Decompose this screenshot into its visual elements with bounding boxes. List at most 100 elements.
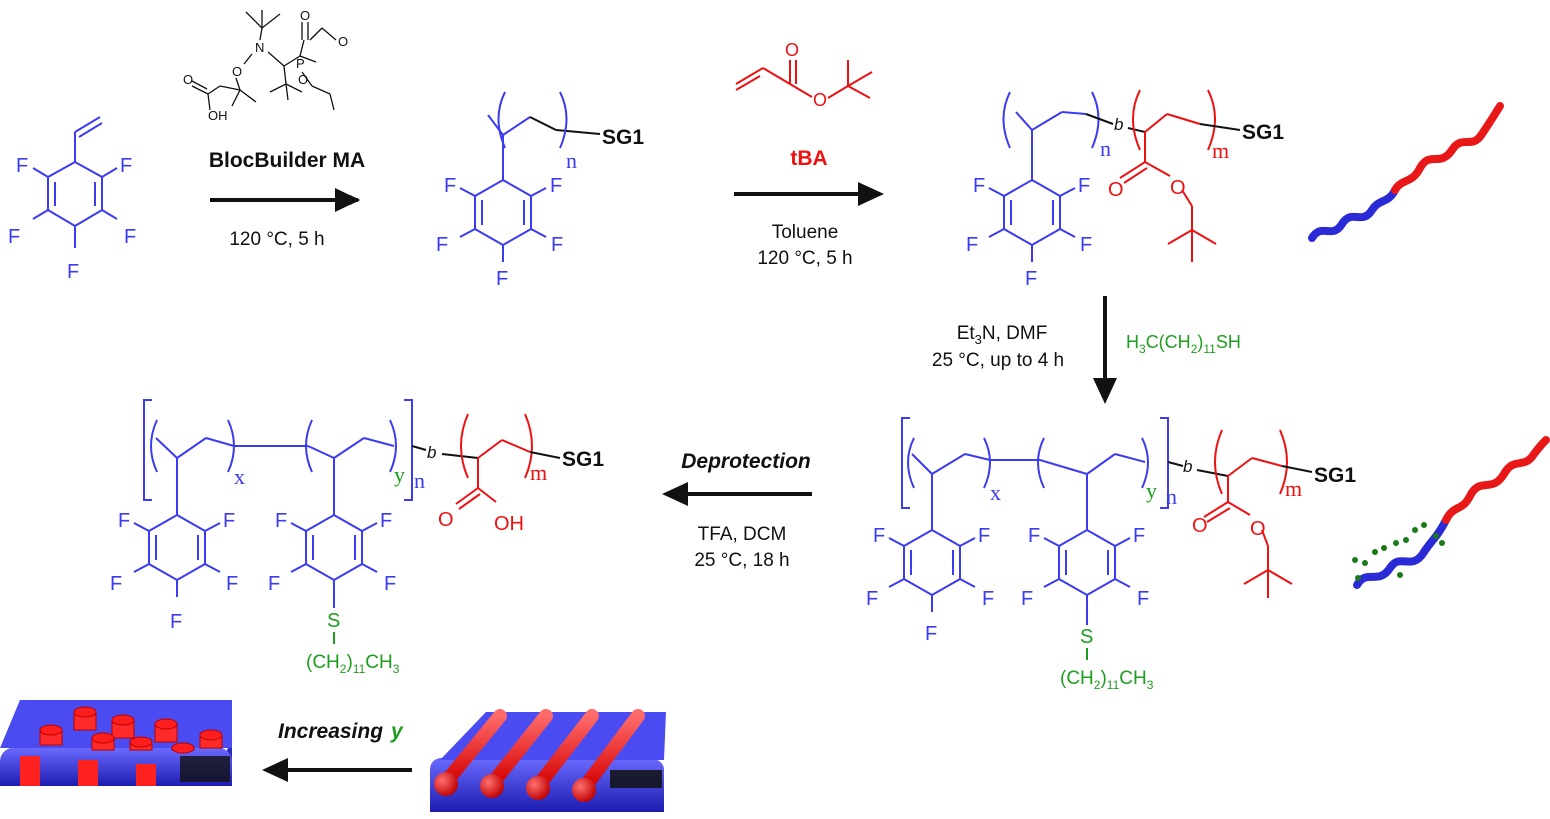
thiolated-x: x [990, 480, 1001, 505]
cylinder-morphology-film [0, 700, 232, 786]
svg-text:F: F [384, 573, 396, 595]
thiolated-y: y [1146, 478, 1157, 503]
svg-text:F: F [982, 588, 994, 610]
svg-text:F: F [973, 175, 985, 197]
tba-ester-o: O [813, 90, 827, 110]
thiolated-fluorines: F F F F F F F F F [866, 525, 1149, 645]
svg-text:F: F [873, 525, 885, 547]
svg-text:F: F [866, 588, 878, 610]
step3-reagents: Et3N, DMF [957, 323, 1048, 347]
thiolated-labels: x y n b m SG1 O O S (CH2)11CH3 [990, 457, 1356, 692]
step2-solvent: Toluene [772, 222, 839, 243]
svg-text:O: O [183, 72, 193, 87]
final-labels: x y n b m SG1 O OH S (CH2)11CH3 [234, 443, 604, 676]
svg-text:F: F [1021, 588, 1033, 610]
svg-text:F: F [1137, 588, 1149, 610]
svg-text:F: F [496, 268, 508, 290]
thiolated-copolymer [888, 417, 1313, 660]
copolymer-fluorines: F F F F F [966, 175, 1092, 290]
svg-text:F: F [275, 510, 287, 532]
svg-text:F: F [1133, 525, 1145, 547]
step1-arrowhead [335, 188, 360, 212]
copolymer-end-group: SG1 [1242, 121, 1284, 144]
final-carbonyl-o: O [438, 509, 454, 531]
step1-reagent: BlocBuilder MA [209, 149, 365, 172]
blocbuilder-initiator [191, 10, 337, 111]
svg-text:F: F [550, 175, 562, 197]
svg-text:F: F [268, 573, 280, 595]
step3-arrowhead [1093, 378, 1117, 404]
svg-text:F: F [226, 573, 238, 595]
svg-text:F: F [1025, 268, 1037, 290]
final-fluorines: F F F F F F F F F [110, 510, 396, 633]
svg-text:F: F [978, 525, 990, 547]
copolymer-n: n [1100, 136, 1111, 161]
svg-text:F: F [67, 261, 79, 283]
svg-text:F: F [551, 234, 563, 256]
svg-text:F: F [8, 226, 20, 248]
step4-arrowhead [662, 482, 688, 506]
svg-text:F: F [925, 623, 937, 645]
thiolated-block-b: b [1183, 457, 1192, 476]
rod-morphology-film [430, 709, 666, 812]
svg-text:P: P [296, 56, 305, 71]
svg-text:F: F [223, 510, 235, 532]
thiolated-chain-cartoon [1352, 436, 1550, 589]
step3-thiol: H3C(CH2)11SH [1126, 332, 1241, 356]
copolymer-m: m [1212, 138, 1229, 163]
ppfs-macroinitiator [459, 91, 601, 262]
initiator-atoms: N O P O O O O OH [183, 8, 348, 123]
svg-text:F: F [380, 510, 392, 532]
svg-text:O: O [338, 34, 348, 49]
svg-text:F: F [436, 234, 448, 256]
monomer-fluorines: F F F F F [8, 155, 136, 283]
thiolated-ester-o: O [1250, 518, 1266, 540]
svg-text:F: F [1080, 234, 1092, 256]
final-m: m [530, 460, 547, 485]
svg-text:F: F [118, 510, 130, 532]
step2-conditions: 120 °C, 5 h [757, 248, 852, 269]
step2-reagent: tBA [790, 147, 827, 170]
ppfs-end-group: SG1 [602, 126, 644, 149]
final-n: n [414, 468, 425, 493]
svg-text:O: O [300, 8, 310, 23]
ppfs-n-subscript: n [566, 148, 577, 173]
thiolated-n: n [1166, 484, 1177, 509]
tba-carbonyl-o: O [785, 40, 799, 60]
copolymer-ester-o: O [1170, 177, 1186, 199]
svg-text:F: F [966, 234, 978, 256]
thiolated-alkyl-chain: (CH2)11CH3 [1060, 668, 1154, 692]
final-y: y [394, 462, 405, 487]
svg-text:O: O [298, 72, 308, 87]
final-end-group: SG1 [562, 448, 604, 471]
copolymer-block-b: b [1114, 115, 1123, 134]
thiolated-sulfur: S [1080, 626, 1093, 648]
svg-text:F: F [120, 155, 132, 177]
step2-arrowhead [858, 182, 884, 206]
step1-conditions: 120 °C, 5 h [229, 229, 324, 250]
step4-reagent: Deprotection [681, 450, 811, 473]
tert-butyl-acrylate [735, 60, 873, 99]
ppfs-fluorines: F F F F F [436, 175, 563, 290]
svg-text:N: N [255, 40, 264, 55]
svg-text:F: F [124, 226, 136, 248]
svg-text:O: O [232, 64, 242, 79]
final-x: x [234, 464, 245, 489]
svg-text:F: F [170, 611, 182, 633]
final-copolymer [133, 399, 561, 644]
pentafluorostyrene-monomer [32, 116, 118, 248]
svg-text:F: F [110, 573, 122, 595]
svg-text:OH: OH [208, 108, 228, 123]
svg-text:F: F [1078, 175, 1090, 197]
block-copolymer-chain-cartoon [1308, 102, 1504, 242]
thiolated-carbonyl-o: O [1192, 515, 1208, 537]
final-acid-oh: OH [494, 513, 524, 535]
svg-text:F: F [444, 175, 456, 197]
final-sulfur: S [327, 610, 340, 632]
morphology-arrowhead [262, 758, 288, 782]
svg-text:F: F [1028, 525, 1040, 547]
ppfs-b-ptba [988, 89, 1241, 262]
step3-conditions: 25 °C, up to 4 h [932, 350, 1064, 371]
step4-conditions-line1: TFA, DCM [698, 524, 787, 545]
